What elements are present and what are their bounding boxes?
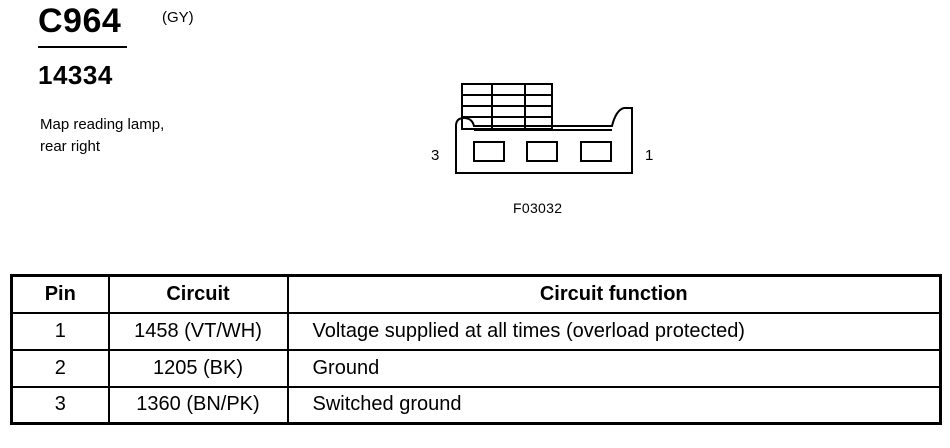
header-circuit-function: Circuit function bbox=[286, 274, 942, 314]
connector-id-underline bbox=[38, 46, 127, 48]
circuit-function-cell: Ground bbox=[286, 348, 942, 388]
header-pin: Pin bbox=[10, 274, 110, 314]
table-row: 2 1205 (BK) Ground bbox=[10, 348, 942, 388]
terminal-cavity-2 bbox=[526, 141, 558, 162]
terminal-cavity-1 bbox=[580, 141, 612, 162]
figure-id: F03032 bbox=[513, 200, 563, 216]
connector-locking-tab bbox=[461, 83, 553, 130]
connector-id: C964 bbox=[38, 2, 122, 40]
pin-cell: 1 bbox=[10, 311, 110, 351]
pin-table: Pin Circuit Circuit function 1 1458 (VT/… bbox=[10, 274, 942, 425]
circuit-function-cell: Voltage supplied at all times (overload … bbox=[286, 311, 942, 351]
table-row: 1 1458 (VT/WH) Voltage supplied at all t… bbox=[10, 311, 942, 351]
description-line-1: Map reading lamp, bbox=[40, 116, 165, 133]
pin-cell: 2 bbox=[10, 348, 110, 388]
terminal-cavities bbox=[473, 141, 612, 162]
connector-housing bbox=[455, 107, 633, 174]
pin-3-label: 3 bbox=[431, 147, 440, 164]
connector-color-code: (GY) bbox=[162, 9, 194, 26]
terminal-cavity-3 bbox=[473, 141, 505, 162]
circuit-function-cell: Switched ground bbox=[286, 385, 942, 425]
circuit-cell: 1205 (BK) bbox=[107, 348, 289, 388]
part-number: 14334 bbox=[38, 60, 113, 90]
description-line-2: rear right bbox=[40, 138, 101, 155]
circuit-cell: 1360 (BN/PK) bbox=[107, 385, 289, 425]
table-header-row: Pin Circuit Circuit function bbox=[10, 274, 942, 314]
circuit-cell: 1458 (VT/WH) bbox=[107, 311, 289, 351]
pin-cell: 3 bbox=[10, 385, 110, 425]
table-row: 3 1360 (BN/PK) Switched ground bbox=[10, 385, 942, 425]
header-circuit: Circuit bbox=[107, 274, 289, 314]
pin-1-label: 1 bbox=[645, 147, 654, 164]
